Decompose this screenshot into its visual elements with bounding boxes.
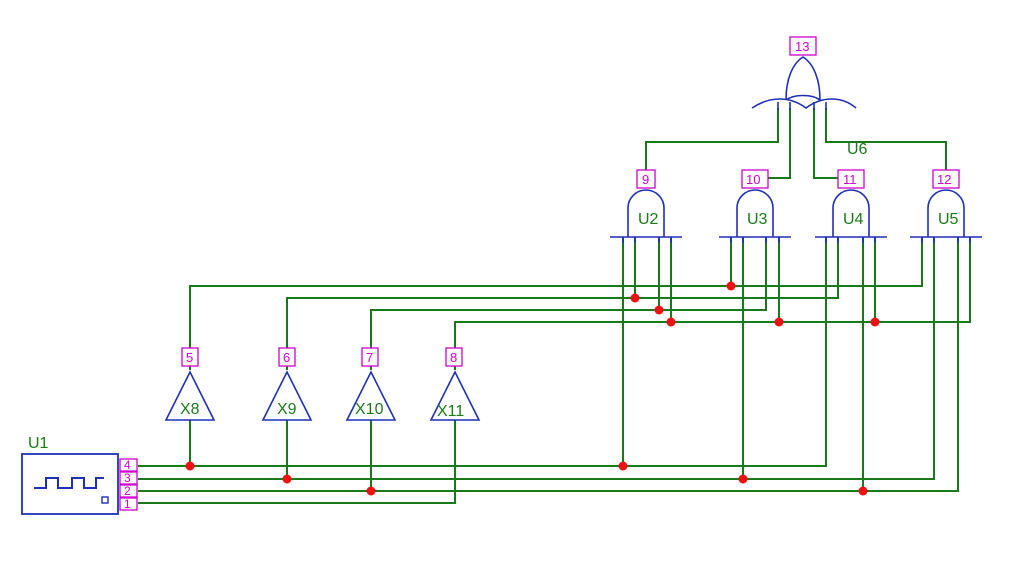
wire-bus-pin3 [138, 237, 935, 480]
svg-text:4: 4 [124, 458, 131, 472]
or-gate-icon [785, 56, 821, 102]
buffer-ref-label: X10 [355, 401, 384, 418]
or-gate-u6[interactable]: U6 13 [751, 36, 868, 158]
wire-bus-pin2 [138, 237, 959, 492]
and-gate-u5[interactable]: U5 12 [910, 169, 982, 243]
wire-bus-pin4 [138, 237, 827, 467]
wires [138, 102, 971, 504]
and-gate-icon [627, 189, 665, 237]
wire-net6 [286, 237, 839, 370]
net-label: 5 [186, 350, 193, 365]
source-body [21, 453, 119, 515]
output-marker-icon [101, 496, 109, 504]
buffer-x11[interactable]: X11 8 [429, 347, 481, 421]
junction-dot [858, 486, 868, 496]
net-label-box [361, 347, 379, 367]
and-gate-icon [832, 189, 870, 237]
net-label: 6 [283, 350, 290, 365]
svg-text:2: 2 [124, 484, 131, 498]
net-label-box [278, 347, 296, 367]
buffer-triangle-icon [261, 370, 313, 421]
source-ref-label: U1 [28, 435, 49, 452]
junction-dot [185, 461, 195, 471]
buffer-triangle-icon [345, 370, 397, 421]
junction-dot [630, 293, 640, 303]
buffer-x9[interactable]: X9 6 [261, 347, 313, 421]
buffer-x10[interactable]: X10 7 [345, 347, 397, 421]
junction-dot [666, 317, 676, 327]
svg-text:1: 1 [124, 497, 131, 511]
svg-text:3: 3 [124, 471, 131, 485]
junction-dot [774, 317, 784, 327]
junction-dot [282, 474, 292, 484]
source-pin[interactable]: 3 [119, 471, 138, 485]
net-label: 8 [450, 350, 457, 365]
net-label-box [837, 169, 865, 189]
net-label-box [181, 347, 199, 367]
buffer-ref-label: X8 [180, 401, 200, 418]
wire-net12 [825, 102, 947, 188]
junction-dot [870, 317, 880, 327]
wire-net8 [454, 237, 971, 370]
wire-net9 [645, 102, 779, 188]
gate-ref-label: U6 [847, 141, 868, 158]
source-pin[interactable]: 4 [119, 458, 138, 472]
buffer-triangle-icon [429, 370, 481, 421]
net-label: 13 [795, 39, 809, 54]
junction-dot [366, 486, 376, 496]
net-label-box [932, 169, 960, 189]
square-wave-icon [34, 477, 104, 489]
wire-net7 [370, 237, 767, 370]
net-label-box [445, 347, 463, 367]
junctions [185, 281, 880, 496]
net-label: 7 [366, 350, 373, 365]
source-pin[interactable]: 2 [119, 484, 138, 498]
junction-dot [738, 474, 748, 484]
net-label: 9 [642, 172, 649, 187]
and-gate-u4[interactable]: U4 11 [815, 169, 887, 243]
gate-ref-label: U5 [938, 211, 959, 228]
junction-dot [726, 281, 736, 291]
net-label: 11 [843, 172, 857, 187]
gate-ref-label: U4 [843, 211, 864, 228]
gate-ref-label: U3 [747, 211, 768, 228]
net-label-box [789, 36, 817, 56]
source-pin[interactable]: 1 [119, 497, 138, 511]
wire-bus-pin1 [138, 420, 456, 504]
source-u1[interactable]: U1 4 3 2 1 [21, 435, 138, 515]
junction-dot [618, 461, 628, 471]
junction-dot [654, 305, 664, 315]
buffer-ref-label: X9 [277, 401, 297, 418]
buffer-triangle-icon [164, 370, 216, 421]
buffer-ref-label: X11 [437, 403, 464, 420]
or-gate-input-arc [751, 98, 857, 109]
wire-net5 [189, 237, 923, 370]
net-label-box [636, 169, 656, 189]
net-label-box [741, 169, 769, 189]
and-gate-icon [927, 189, 965, 237]
net-label: 10 [746, 172, 760, 187]
gate-ref-label: U2 [638, 211, 659, 228]
and-gate-u3[interactable]: U3 10 [719, 169, 791, 243]
and-gate-icon [736, 189, 774, 237]
and-gate-u2[interactable]: U2 9 [610, 169, 682, 243]
net-label: 12 [937, 172, 951, 187]
buffer-x8[interactable]: X8 5 [164, 347, 216, 421]
